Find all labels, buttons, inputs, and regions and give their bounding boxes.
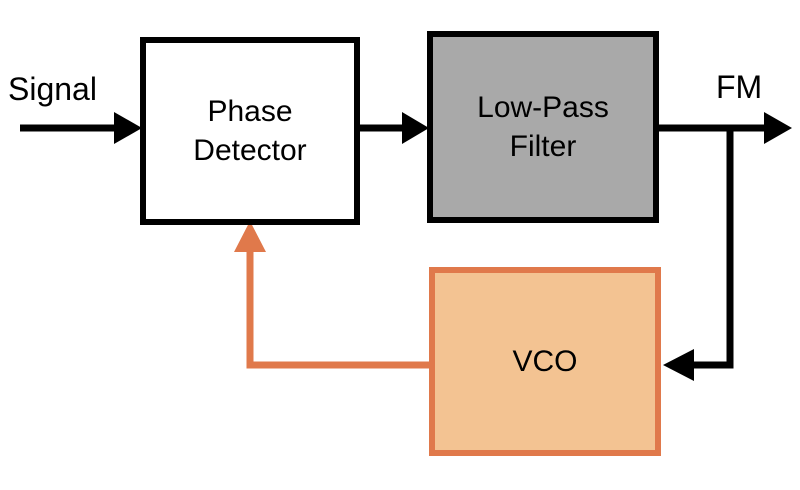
phase-detector-label: Phase Detector [143, 40, 357, 222]
vco-feedback-line [246, 250, 432, 369]
pd-to-lpf-arrowhead [402, 112, 429, 144]
fm-label: FM [716, 69, 763, 105]
lpf-output-arrowhead [764, 112, 792, 144]
signal-label: Signal [8, 71, 97, 107]
low-pass-filter-label-line2: Filter [509, 130, 577, 163]
phase-detector-box [140, 37, 360, 225]
signal-arrowhead [114, 112, 142, 144]
vco-label: VCO [432, 270, 658, 453]
low-pass-filter-box [427, 31, 659, 223]
black-arrows-group [20, 112, 792, 381]
phase-detector-label-line1: Phase [207, 95, 293, 128]
output-branch-line [692, 128, 734, 369]
vco-input-arrowhead [663, 349, 694, 381]
orange-feedback-group [234, 221, 432, 369]
vco-label-text: VCO [512, 345, 578, 378]
low-pass-filter-label: Low-Pass Filter [430, 34, 656, 220]
vco-box [429, 267, 661, 456]
feedback-arrowhead [234, 221, 266, 252]
phase-detector-label-line2: Detector [193, 134, 307, 167]
low-pass-filter-label-line1: Low-Pass [477, 91, 609, 124]
